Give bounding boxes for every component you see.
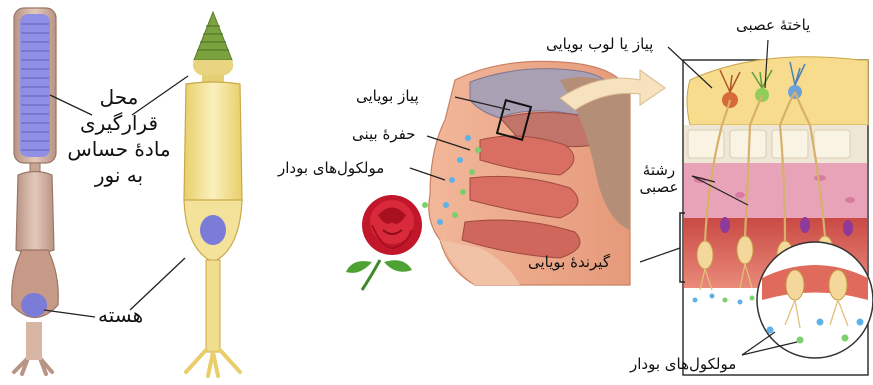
nasal-cavity-label: حفرهٔ بینی: [352, 126, 416, 143]
rod-photosensitive-disks: [20, 14, 50, 157]
cone-cell: [184, 12, 242, 376]
nucleus-label: هسته: [98, 304, 143, 327]
magnified-receptor: [757, 242, 873, 358]
nerve-fiber-label: رشتهٔ عصبی: [628, 162, 690, 197]
odor-molecules-label-2: مولکول‌های بودار: [630, 356, 736, 373]
rod-cell: [12, 8, 59, 374]
olfactory-bulb-label: پیاز بویایی: [356, 88, 419, 105]
bulb-lobe-label: پیاز یا لوب بویایی: [546, 36, 653, 53]
cone-nucleus: [200, 215, 226, 245]
photosensitive-site-label: محل قرارگیری مادهٔ حساس به نور: [60, 84, 178, 188]
odor-molecules-label: مولکول‌های بودار: [278, 160, 384, 177]
olfactory-receptor-label: گیرندهٔ بویایی: [528, 254, 610, 271]
rod-nucleus: [21, 293, 47, 317]
nerve-cell-label: یاختهٔ عصبی: [736, 17, 810, 34]
rose: [346, 195, 422, 290]
